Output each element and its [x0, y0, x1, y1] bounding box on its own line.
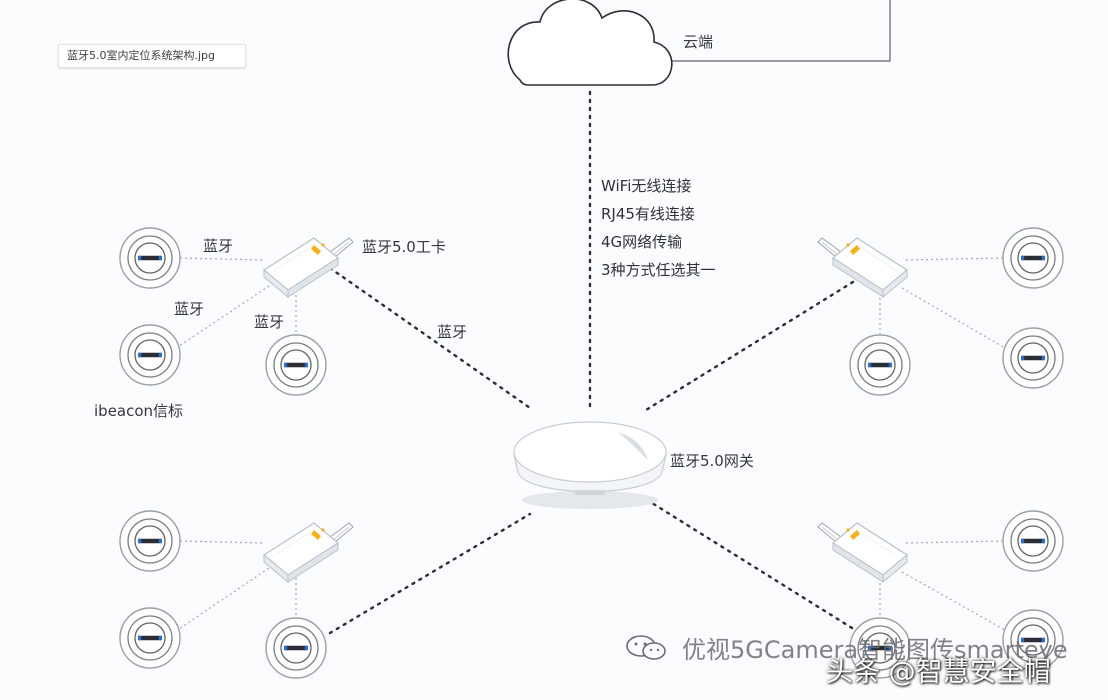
filename-tag: 蓝牙5.0室内定位系统架构.jpg: [58, 44, 246, 68]
connection-method-4g: 4G网络传输: [601, 233, 683, 251]
work-badge-br: [817, 522, 908, 583]
work-badge-tr: [817, 237, 908, 298]
link-top-right: [644, 280, 855, 412]
ibeacon-beacon-tr-1: [1002, 227, 1064, 289]
watermark-channel: 优视5GCamera智能图传smarteye: [682, 636, 1068, 664]
bluetooth-label-2: 蓝牙: [174, 300, 205, 318]
ibeacon-beacon-bl-3: [265, 617, 327, 679]
ibeacon-beacon-tr-3: [1002, 327, 1064, 389]
gateway-device-icon: [513, 421, 667, 509]
bluetooth-label-3: 蓝牙: [254, 313, 285, 331]
bluetooth-label-1: 蓝牙: [203, 237, 234, 255]
link-top-left: [328, 266, 535, 412]
connection-method-wifi: WiFi无线连接: [601, 177, 692, 195]
cloud-icon: [507, 0, 673, 86]
link-bottom-right: [650, 501, 854, 630]
work-badge-bl: [263, 522, 354, 583]
bluetooth-links: [175, 257, 1006, 632]
ibeacon-beacon-bl-2: [119, 607, 181, 669]
connection-method-note: 3种方式任选其一: [601, 261, 716, 279]
ibeacon-beacon-tl-1: [119, 227, 181, 289]
watermark-toutiao: 头条 @智慧安全帽: [826, 657, 1051, 688]
link-bottom-left: [328, 512, 532, 635]
badge-label: 蓝牙5.0工卡: [362, 238, 446, 256]
gateway-label: 蓝牙5.0网关: [670, 452, 754, 470]
cloud-label: 云端: [683, 33, 714, 51]
ibeacon-beacon-tl-2: [119, 324, 181, 386]
connection-method-rj45: RJ45有线连接: [601, 205, 695, 223]
ibeacon-beacon-br-1: [1002, 510, 1064, 572]
ibeacon-beacon-bl-1: [119, 510, 181, 572]
beacon-label: ibeacon信标: [94, 402, 184, 420]
gateway-links: [328, 266, 855, 635]
connection-methods-list: WiFi无线连接 RJ45有线连接 4G网络传输 3种方式任选其一: [601, 172, 716, 284]
wechat-logo-icon: [626, 635, 666, 660]
bluetooth-label-gateway-link: 蓝牙: [437, 323, 468, 341]
ibeacon-beacon-tr-2: [849, 334, 911, 396]
ibeacon-beacon-tl-3: [265, 334, 327, 396]
cloud-link-bracket: [670, 0, 891, 62]
work-badge-tl: [263, 237, 354, 298]
